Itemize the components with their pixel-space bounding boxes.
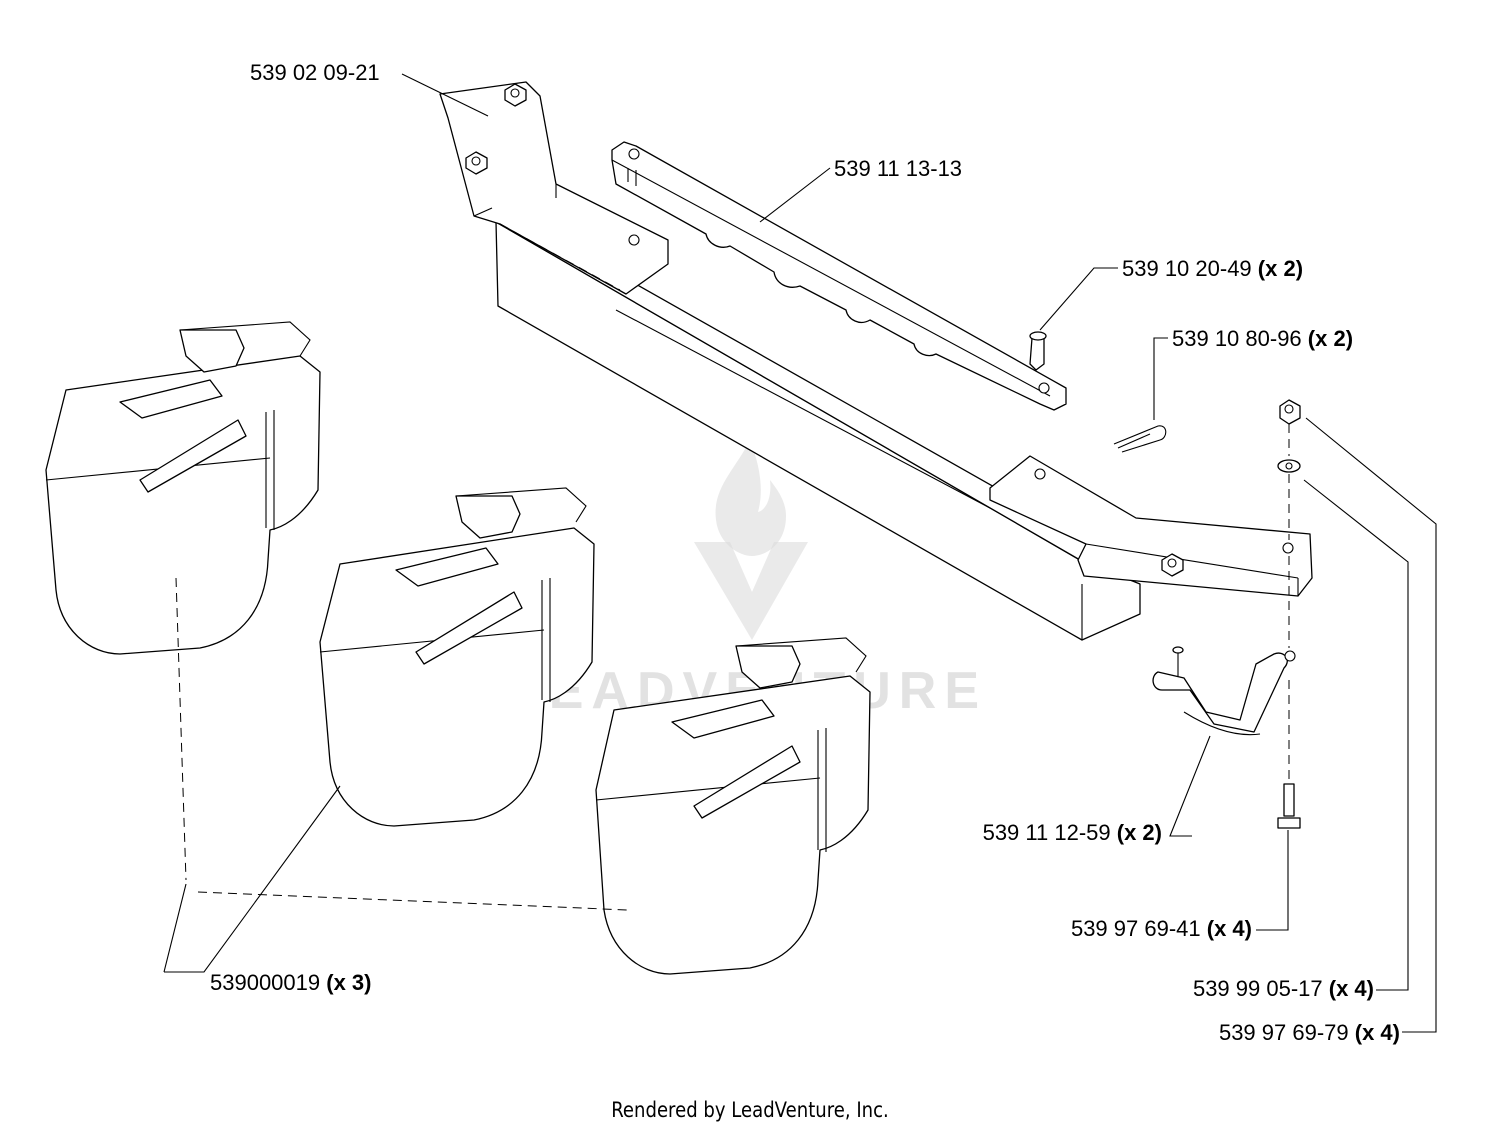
right-bracket [989,455,1313,597]
hairpin-clip-icon [1113,425,1167,453]
footer-credit: Rendered by LeadVenture, Inc. [611,1098,889,1122]
v-logo-icon [694,542,808,640]
suitcase-weight [45,321,321,881]
hex-nut-icon [504,83,527,107]
clevis-pin-icon [1029,331,1047,371]
callout-539-99-05-17: 539 99 05-17 (x 4) [1193,976,1374,1001]
hex-nut-icon [465,151,488,175]
callout-539-10-80-96: 539 10 80-96 (x 2) [1172,326,1353,351]
callouts: 539 02 09-21 539 11 13-13 539 10 20-49 (… [210,60,1400,1045]
bolt-stack [1277,399,1301,829]
callout-539-02-09-21: 539 02 09-21 [250,60,380,85]
callout-539-10-20-49: 539 10 20-49 (x 2) [1122,256,1303,281]
left-bracket [439,81,669,295]
callout-539-97-69-79: 539 97 69-79 (x 4) [1219,1020,1400,1045]
hex-nut-icon [1161,553,1184,577]
suitcase-weight [197,637,871,975]
callout-539000019: 539000019 (x 3) [210,970,372,995]
callout-539-97-69-41: 539 97 69-41 (x 4) [1071,916,1252,941]
suitcase-weight [319,487,595,827]
slotted-bar [611,141,1067,411]
leader-lines [163,73,1437,1033]
spacer-bracket [1152,646,1296,736]
flame-icon [715,440,786,556]
callout-539-11-13-13: 539 11 13-13 [834,156,962,181]
callout-539-11-12-59: 539 11 12-59 (x 2) [983,820,1162,845]
